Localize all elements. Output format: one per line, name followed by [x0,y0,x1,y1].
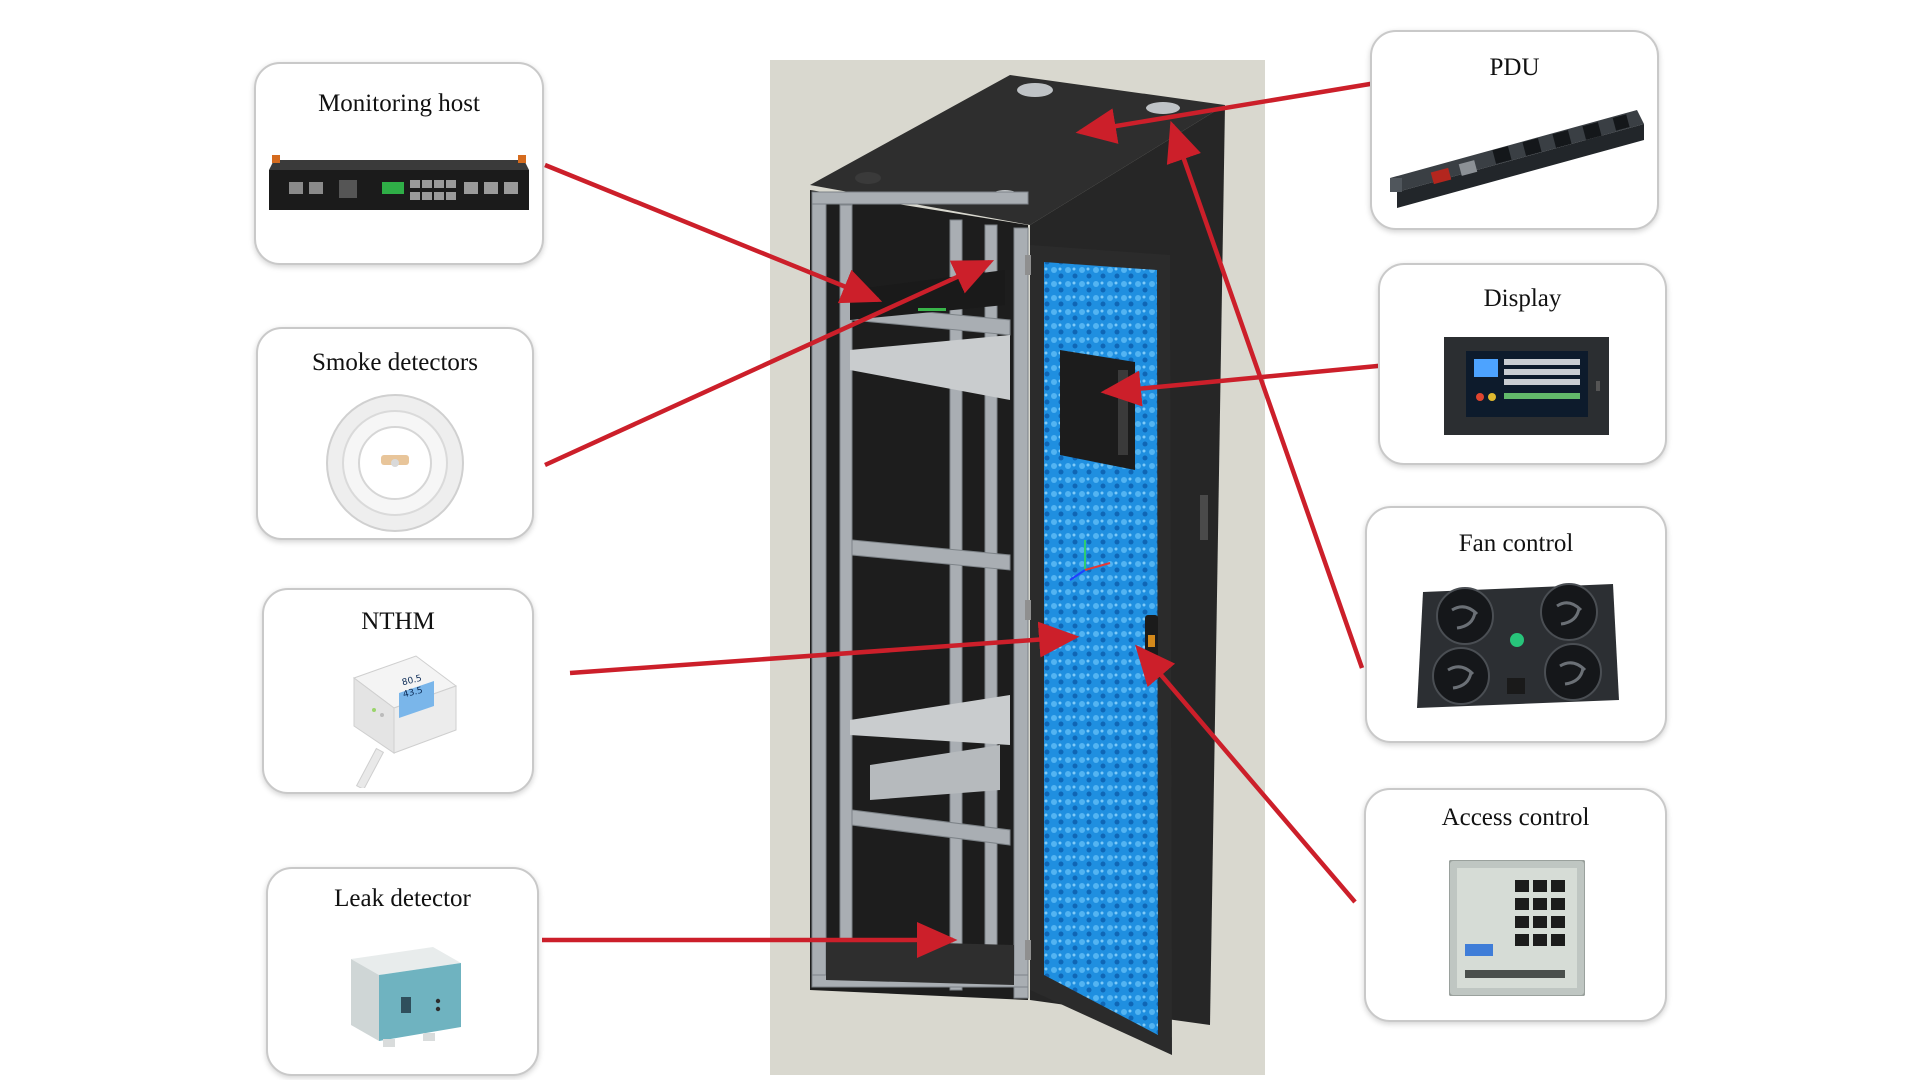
cabinet-top-port [855,172,881,184]
door-handle-latch [1148,635,1155,647]
card-access-control: Access control [1364,788,1667,1022]
arrow-nthm [569,621,1080,676]
access-control-label: Access control [1441,804,1590,831]
network-device-icon [269,155,529,210]
leak-detector-label: Leak detector [334,885,471,912]
power-strip-icon [1390,110,1644,208]
cabinet-top-port [1146,102,1180,114]
rack-rail-unit [870,745,1000,800]
cabinet-top-port [1017,83,1053,97]
arrow-display [1100,362,1389,407]
door-hinge [1025,940,1031,960]
card-pdu: PDU [1370,30,1659,230]
rack-shelf [850,695,1010,745]
card-leak-detector: Leak detector [266,867,539,1076]
keypad-icon [1449,860,1585,996]
nthm-label: NTHM [361,608,435,635]
arrow-monitoring-host [544,162,883,304]
door-display-bezel [1118,370,1128,455]
cabinet-floor [826,940,1014,985]
door-hinge [1025,600,1031,620]
rack-host-led [918,308,946,311]
card-display: Display [1378,263,1667,465]
touch-display-icon [1444,337,1609,435]
card-monitoring-host: Monitoring host [254,62,544,265]
card-smoke-detectors: Smoke detectors [256,327,534,540]
pdu-label: PDU [1489,54,1540,81]
leak-detector-box-icon [351,947,461,1047]
card-fan-control: Fan control [1365,506,1667,743]
arrows [542,79,1389,958]
rack-shelf [850,335,1010,400]
cabinet-top [810,75,1225,225]
arrow-fan-control [1166,120,1365,669]
rack-frame [811,191,1029,999]
temperature-humidity-sensor-icon [352,655,458,788]
door-hinge [1025,255,1031,275]
fan-control-label: Fan control [1458,530,1574,557]
smoke-detectors-label: Smoke detectors [312,349,478,376]
axis-gizmo [1069,540,1111,581]
arrow-smoke-detectors [544,259,995,468]
monitoring-host-label: Monitoring host [318,90,480,117]
display-label: Display [1483,285,1562,312]
card-nthm: NTHM 80.5 43.5 [262,588,534,794]
cabinet-side-latch [1200,495,1208,540]
smoke-detector-icon [326,394,464,532]
fan-tray-icon [1417,583,1619,708]
arrow-pdu [1075,79,1383,144]
arrow-access-control [1135,644,1357,904]
